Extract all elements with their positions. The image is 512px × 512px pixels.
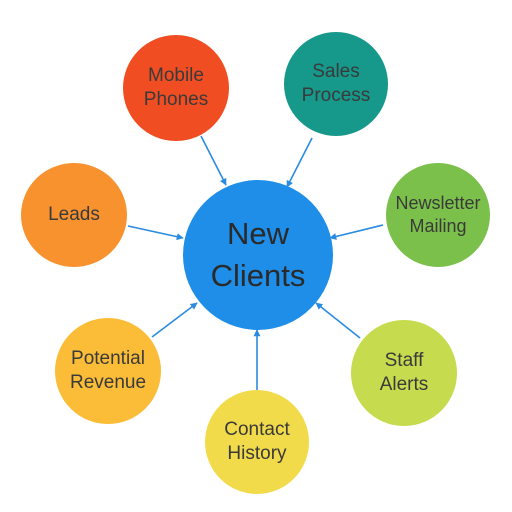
arrow-staff-alerts: [315, 302, 361, 339]
node-sales-process: Sales Process: [284, 32, 388, 136]
node-label: Staff Alerts: [379, 349, 429, 395]
node-label: Sales Process: [301, 60, 371, 106]
center-node-label: New Clients: [210, 216, 306, 293]
node-label: Mobile Phones: [143, 64, 209, 110]
node-staff-alerts: Staff Alerts: [351, 320, 457, 426]
arrow-leads: [127, 225, 184, 241]
arrow-potential-revenue: [151, 302, 198, 338]
arrow-mobile-phones: [200, 135, 227, 186]
center-node-new-clients: New Clients: [183, 180, 333, 330]
node-label: Contact History: [224, 418, 290, 464]
node-leads: Leads: [21, 163, 127, 267]
node-label: Leads: [48, 203, 100, 225]
node-label: Newsletter Mailing: [395, 192, 481, 236]
node-mobile-phones: Mobile Phones: [123, 35, 229, 141]
node-potential-revenue: Potential Revenue: [55, 318, 161, 424]
arrow-sales-process: [286, 137, 313, 188]
node-contact-history: Contact History: [205, 390, 309, 494]
arrow-newsletter-mailing: [329, 224, 384, 240]
node-newsletter-mailing: Newsletter Mailing: [386, 163, 490, 267]
node-label: Potential Revenue: [69, 347, 147, 393]
